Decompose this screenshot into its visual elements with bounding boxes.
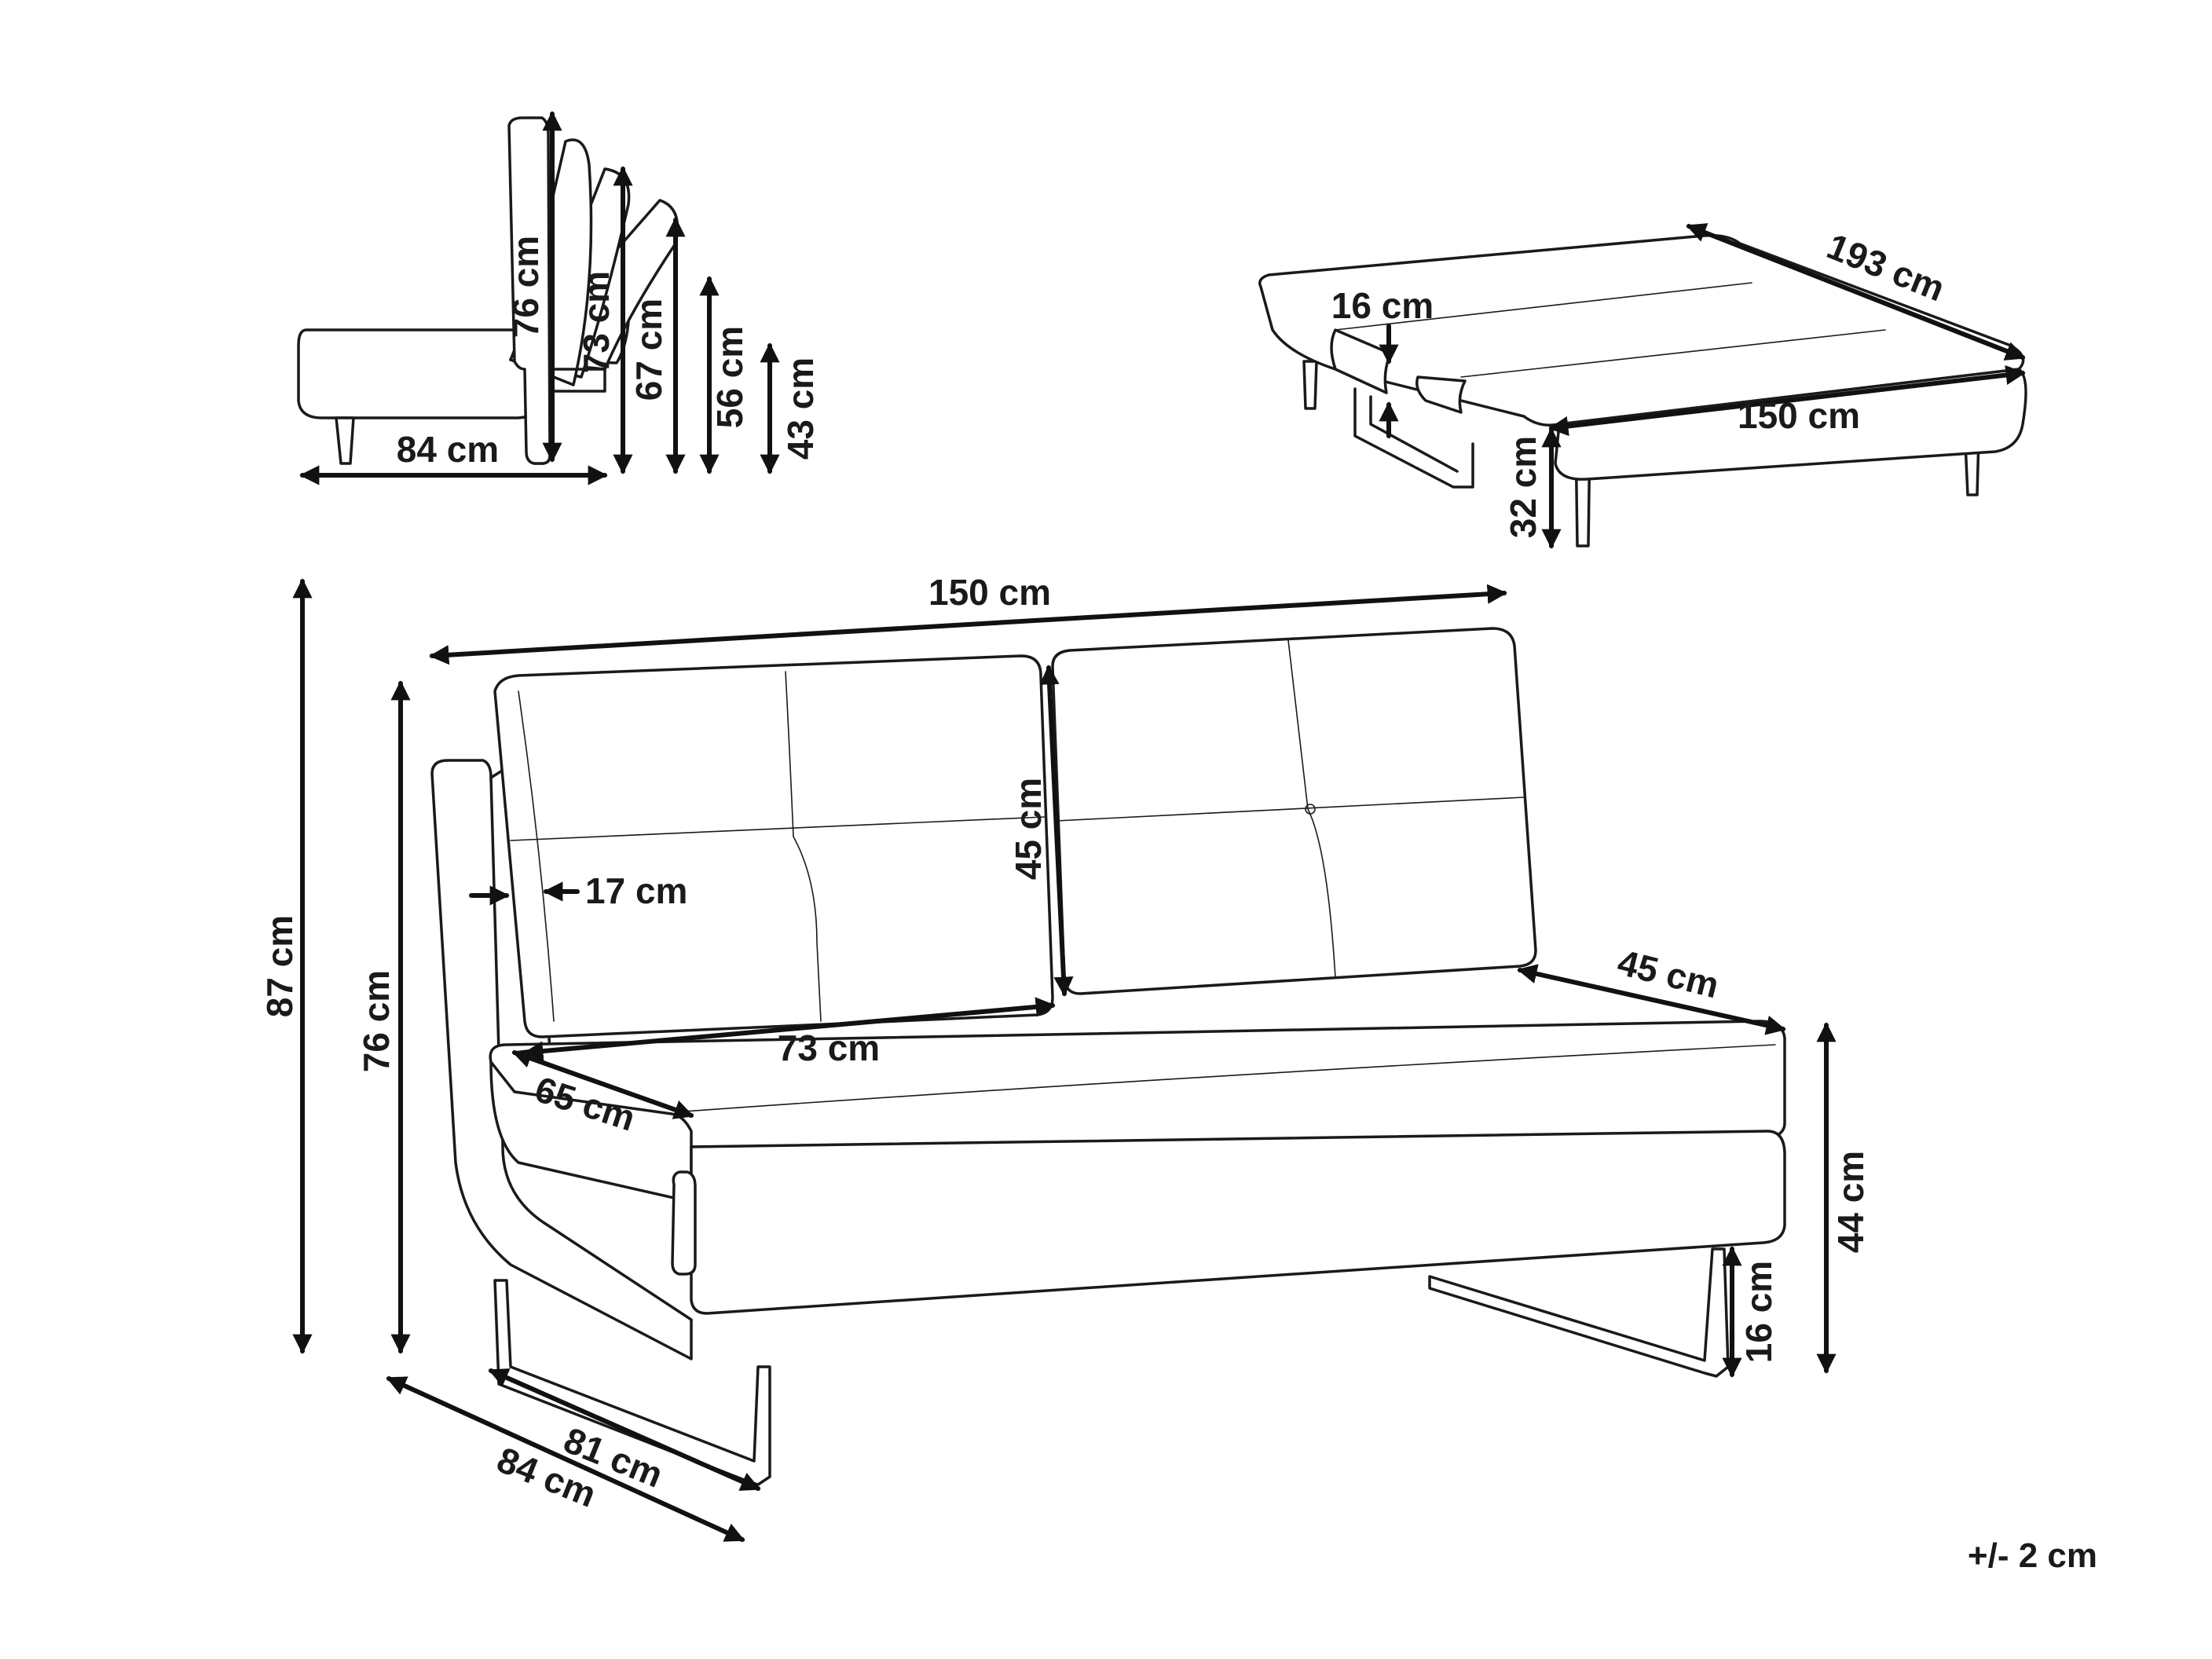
side-height-4-label: 56 cm [709, 326, 750, 428]
side-height-3-label: 67 cm [628, 298, 669, 401]
side-height-1-label: 76 cm [505, 236, 546, 338]
sofa-arm-depth-line [1517, 964, 1786, 1035]
sofa-cushion-width-line [523, 997, 1056, 1061]
sofa-seat-depth-line [511, 1049, 694, 1119]
bed-height-label: 32 cm [1503, 436, 1544, 538]
side-view-reclining-diagram: 84 cm 76 cm 73 cm 67 cm 56 cm 43 cm [297, 111, 821, 485]
sofa-cushion-height-line [1039, 665, 1074, 997]
sofa-overall-depth-line [386, 1376, 745, 1542]
sofa-cushion-width-label: 73 cm [778, 1027, 880, 1068]
bed-length-dimension-line [1686, 223, 2026, 361]
sofa-base-height-label: 16 cm [1738, 1261, 1779, 1363]
sofa-width-dimension-line [429, 584, 1507, 665]
sofa-back-height-label: 76 cm [356, 970, 397, 1072]
bed-mattress-height-label: 16 cm [1331, 285, 1434, 326]
bed-width-label: 150 cm [1738, 395, 1860, 436]
sofa-thickness-label: 17 cm [585, 870, 687, 911]
sofa-cushion-height-label: 45 cm [1008, 778, 1049, 880]
bed-width-dimension-line [1548, 364, 2026, 437]
sofa-overall-height-label: 87 cm [259, 915, 300, 1017]
bed-view-diagram: 193 cm 150 cm 16 cm 32 cm [1258, 223, 2027, 549]
side-height-2-label: 73 cm [576, 271, 617, 373]
sofa-front-view-diagram: 150 cm 87 cm 76 cm 45 cm 17 cm 73 cm 65 … [259, 572, 1871, 1542]
sofa-width-label: 150 cm [928, 572, 1051, 613]
tolerance-note: +/- 2 cm [1968, 1536, 2097, 1575]
sofa-seat-height-label: 44 cm [1830, 1151, 1871, 1253]
side-height-5-label: 43 cm [780, 357, 821, 460]
side-depth-label: 84 cm [397, 429, 499, 470]
